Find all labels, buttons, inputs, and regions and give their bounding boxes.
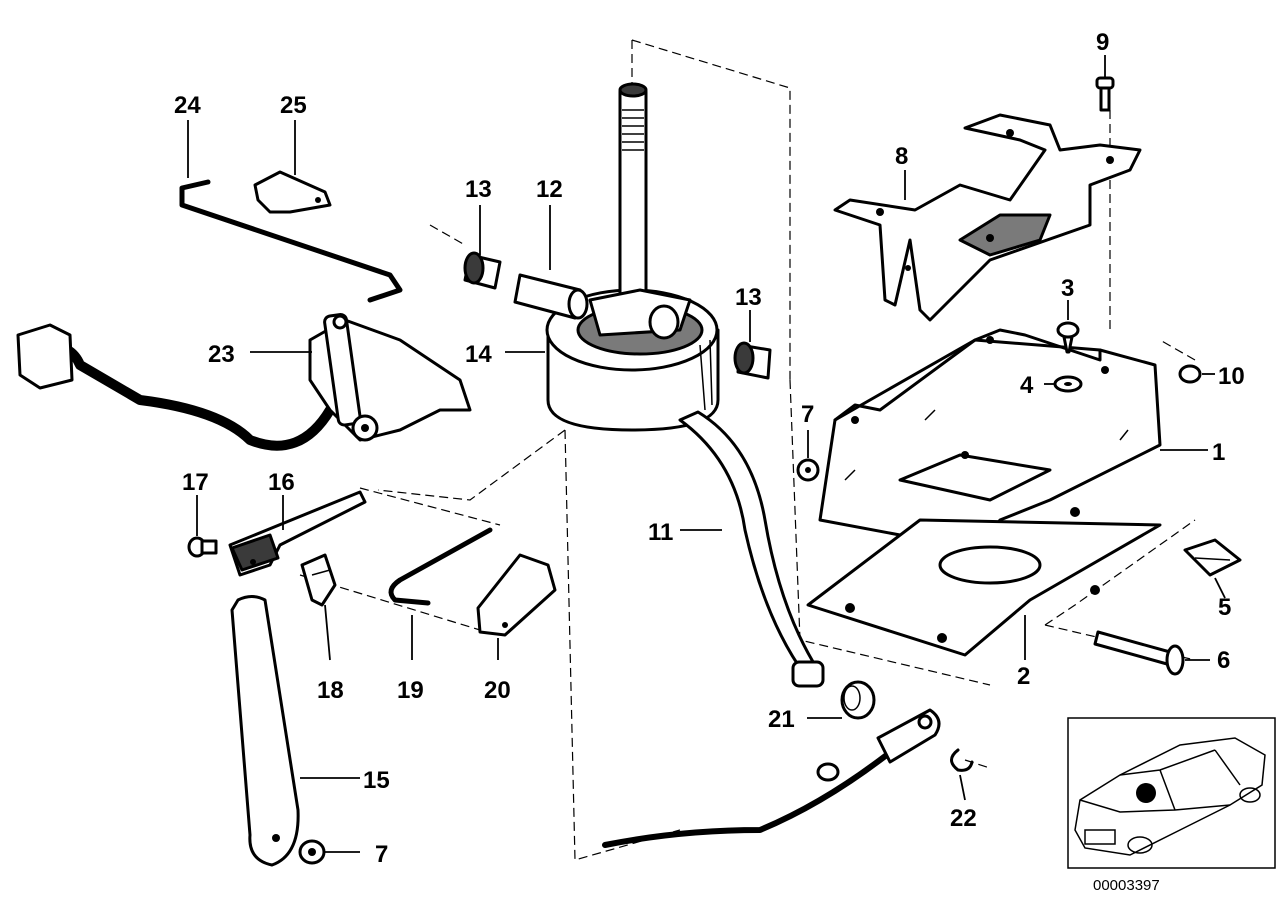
vehicle-locator-inset [1067, 717, 1276, 869]
callout-part-14: 14 [465, 341, 492, 368]
screw-3 [1056, 321, 1080, 354]
wire-rod-24 [179, 179, 403, 303]
callout-part-22: 22 [950, 805, 977, 832]
car-outline-icon [1074, 737, 1266, 856]
pin-19 [388, 527, 493, 606]
bracket-15 [230, 595, 300, 867]
callout-part-17: 17 [182, 469, 209, 496]
callout-part-24: 24 [174, 92, 201, 119]
callout-part-4: 4 [1020, 372, 1034, 399]
callout-part-18: 18 [317, 677, 344, 704]
callout-part-20: 20 [484, 677, 511, 704]
grommet [840, 680, 876, 720]
callout-part-19: 19 [397, 677, 424, 704]
selector-cable [602, 708, 941, 848]
callout-part-5: 5 [1218, 594, 1231, 621]
callout-part-13-left: 13 [465, 176, 492, 203]
position-switch [16, 313, 472, 451]
callout-part-10: 10 [1218, 363, 1245, 390]
retaining-clip [950, 748, 974, 772]
callout-part-8: 8 [895, 143, 908, 170]
callout-part-13-right: 13 [735, 284, 762, 311]
pivot-pin [513, 273, 692, 340]
callout-part-16: 16 [268, 469, 295, 496]
callout-part-3: 3 [1061, 275, 1074, 302]
clip-18 [300, 553, 337, 607]
shift-rod [678, 410, 825, 688]
callouts: 1 2 3 4 5 6 7 7 8 9 10 11 12 13 13 14 15… [174, 29, 1245, 868]
callout-part-21: 21 [768, 706, 795, 733]
callout-part-7-lower: 7 [375, 841, 388, 868]
pin-17 [187, 536, 218, 558]
clamp-20 [476, 553, 557, 637]
callout-part-15: 15 [363, 767, 390, 794]
callout-part-9: 9 [1096, 29, 1109, 56]
base-plate [806, 507, 1162, 657]
selector-lever-16 [228, 490, 367, 577]
main-bracket [818, 328, 1162, 552]
leader-lines [187, 55, 1226, 853]
bolt-6 [1093, 630, 1185, 676]
callout-part-6: 6 [1217, 647, 1230, 674]
callout-part-7-upper: 7 [801, 401, 814, 428]
callout-part-23: 23 [208, 341, 235, 368]
nut-7-lower [298, 839, 326, 865]
nut-7-upper [796, 458, 820, 482]
callout-part-2: 2 [1017, 663, 1030, 690]
upper-bracket [833, 113, 1142, 322]
clamp-25 [253, 170, 332, 214]
callout-part-25: 25 [280, 92, 307, 119]
bolt-9 [1095, 76, 1115, 112]
washer-4 [1053, 375, 1083, 393]
callout-part-11: 11 [648, 519, 673, 546]
image-reference: 00003397 [1093, 877, 1160, 894]
bushing-right [733, 341, 772, 380]
nut-10 [1178, 364, 1202, 384]
callout-part-1: 1 [1212, 439, 1225, 466]
location-marker [1136, 783, 1156, 803]
clip-5 [1183, 538, 1242, 577]
shift-lever [618, 82, 648, 310]
bushing-left [463, 251, 502, 290]
callout-part-12: 12 [536, 176, 563, 203]
